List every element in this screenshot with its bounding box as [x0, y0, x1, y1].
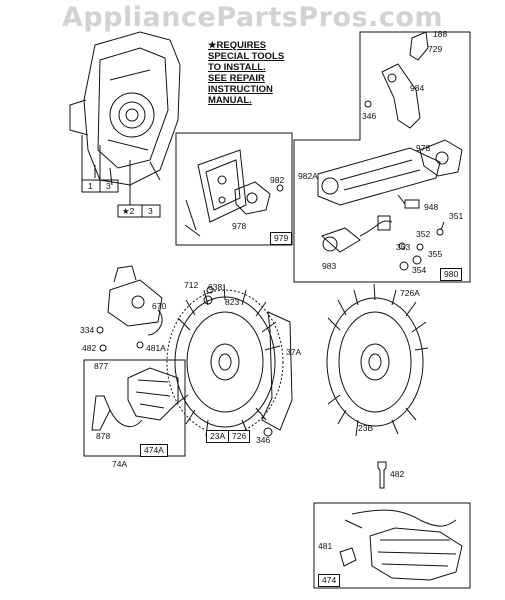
part-label: 188: [433, 29, 448, 39]
part-label: 481: [318, 541, 333, 551]
part-label: 3: [148, 206, 153, 216]
part-label: 982A: [298, 171, 318, 181]
note-line: MANUAL.: [208, 95, 252, 106]
part-box-label: 980: [440, 268, 463, 281]
part-label: 823: [225, 297, 240, 307]
assembly-979-outline: [175, 132, 293, 246]
assembly-980-outline: [293, 31, 471, 283]
part-label: 482: [390, 469, 405, 479]
part-label: 3: [106, 181, 111, 191]
part-label: 726A: [400, 288, 420, 298]
part-label: 353: [396, 242, 411, 252]
part-label: 638: [208, 282, 223, 292]
part-label: 729: [428, 44, 443, 54]
part-label: 712: [184, 280, 199, 290]
part-box-label: 979: [270, 232, 293, 245]
part-box-label: 23A: [206, 430, 230, 443]
flywheel-23b-drawing: [326, 283, 429, 437]
part-label: 982: [270, 175, 285, 185]
part-label: 346: [362, 111, 377, 121]
part-label: 352: [416, 229, 431, 239]
note-line: TO INSTALL.: [208, 62, 266, 73]
part-label: 481A: [146, 343, 166, 353]
part-label: 482: [82, 343, 97, 353]
part-label: 74A: [112, 459, 128, 469]
part-label: 948: [424, 202, 439, 212]
note-line: SEE REPAIR: [208, 73, 265, 84]
part-box-label: 474A: [140, 444, 168, 457]
flywheel-23a-drawing: [166, 283, 284, 437]
part-label: 983: [322, 261, 337, 271]
part-label: 346: [256, 435, 271, 445]
note-line: SPECIAL TOOLS: [208, 51, 285, 62]
watermark: AppliancePartsPros.com: [61, 2, 444, 33]
part-label: 355: [428, 249, 443, 259]
part-label: 1: [88, 181, 93, 191]
part-label: ★2: [122, 206, 135, 216]
part-label: 354: [412, 265, 427, 275]
note-line: INSTRUCTION: [208, 84, 273, 95]
assembly-474a-outline: [83, 359, 186, 457]
part-label: 978: [416, 143, 431, 153]
part-label: 877: [94, 361, 109, 371]
part-label: 978: [232, 221, 247, 231]
part-label: 878: [96, 431, 111, 441]
part-label: 984: [410, 83, 425, 93]
part-label: 670: [152, 301, 167, 311]
part-box-label: 726: [228, 430, 251, 443]
part-label: 351: [449, 211, 464, 221]
assembly-474-outline: [313, 502, 471, 589]
part-label: 334: [80, 325, 95, 335]
engine-block-drawing: [69, 31, 181, 186]
note-line: ★REQUIRES: [208, 40, 267, 51]
part-box-label: 474: [318, 574, 341, 587]
part-label: 37A: [286, 347, 302, 357]
part-label: 23B: [358, 423, 374, 433]
tool-requirement-note: ★REQUIRES SPECIAL TOOLS TO INSTALL. SEE …: [208, 40, 284, 106]
